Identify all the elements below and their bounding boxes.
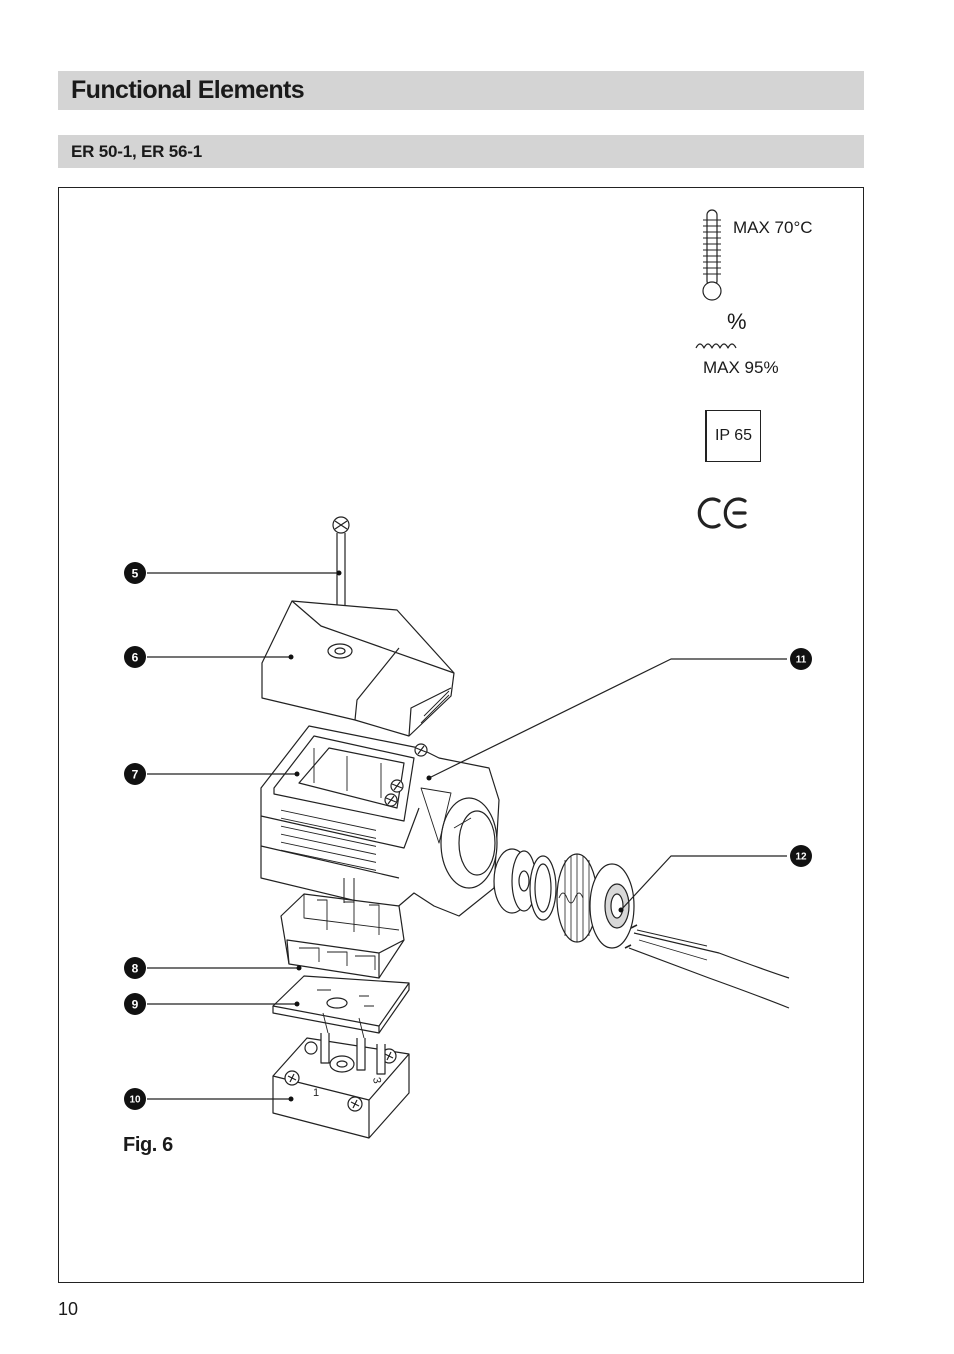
svg-text:10: 10 [129,1095,141,1106]
humidity-label: MAX 95% [703,358,779,377]
connector-cover [261,600,455,737]
cable-gland [556,853,635,949]
thermometer-icon [702,209,722,301]
figure-label: Fig. 6 [123,1134,173,1156]
callout-12: 12 [790,845,812,867]
terminal-block [280,878,405,979]
svg-text:9: 9 [132,998,139,1012]
callout-6: 6 [124,646,146,668]
connector-housing [260,725,500,917]
callout-10: 10 [124,1088,146,1110]
page-number: 10 [58,1299,79,1319]
callout-11: 11 [790,648,812,670]
svg-text:11: 11 [796,655,807,666]
ip-rating-box: IP 65 [705,410,761,462]
humidity-waves-icon [695,343,737,349]
seal-rings [493,848,557,921]
pin-label-1: 1 [313,1087,319,1099]
svg-text:12: 12 [795,852,807,863]
pin-label-3: 3 [370,1076,383,1084]
callout-7: 7 [124,763,146,785]
cable [624,924,790,1009]
leader-lines [147,572,787,1100]
callout-8: 8 [124,957,146,979]
exploded-connector-drawing: 5 6 7 8 9 10 11 12 1 3 [124,209,812,1139]
base-plate [272,1012,410,1139]
svg-text:8: 8 [132,962,139,976]
svg-text:7: 7 [132,768,139,782]
svg-text:6: 6 [132,651,139,665]
svg-text:5: 5 [132,567,139,581]
gasket [272,975,410,1034]
ce-mark-icon [697,497,747,529]
callout-9: 9 [124,993,146,1015]
humidity-glyph: % [727,309,747,334]
section-subtitle: ER 50-1, ER 56-1 [58,135,864,168]
page-title: Functional Elements [58,71,864,110]
long-screw [332,516,350,641]
temperature-label: MAX 70°C [733,218,813,237]
figure-frame: 5 6 7 8 9 10 11 12 1 3 MAX 70°C % MAX 95… [58,187,864,1283]
callout-5: 5 [124,562,146,584]
